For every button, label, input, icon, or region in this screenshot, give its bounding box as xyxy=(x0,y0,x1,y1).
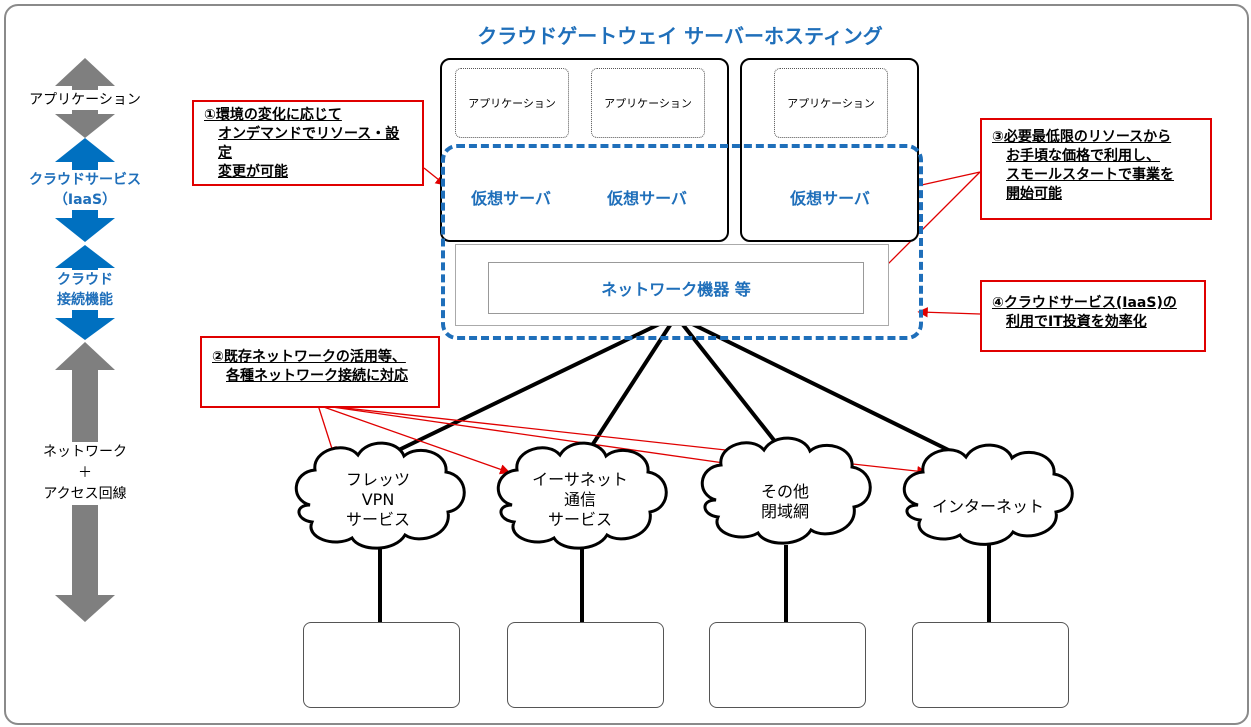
layer-label-cloud-connect: クラウド 接続機能 xyxy=(15,270,155,310)
cloud-label-internet-line1: インターネット xyxy=(931,497,1044,516)
layer-label-cloud-service: クラウドサービス （IaaS） xyxy=(15,170,155,210)
clouds xyxy=(294,436,1074,550)
cloud-label-closed-line2: 閉域網 xyxy=(760,502,809,521)
layer-label-cloud-connect-line1: クラウド xyxy=(57,272,113,288)
callout-4-line2: 利用でIT投資を効率化 xyxy=(1006,314,1147,330)
cloud-label-flets: フレッツ VPN サービス xyxy=(318,470,438,530)
application-box: アプリケーション xyxy=(455,68,569,138)
network-device-label: ネットワーク機器 等 xyxy=(488,262,864,314)
callout-2: ②既存ネットワークの活用等、 各種ネットワーク接続に対応 xyxy=(200,336,440,408)
layer-label-network: ネットワーク ＋ アクセス回線 xyxy=(15,442,155,505)
callout-1-line3: 変更が可能 xyxy=(218,164,288,180)
layer-label-cloud-service-line1: クラウドサービス xyxy=(29,172,141,188)
callout-2-line2: 各種ネットワーク接続に対応 xyxy=(226,368,408,384)
layer-label-application: アプリケーション xyxy=(15,90,155,110)
iaas-frame xyxy=(441,144,923,340)
virtual-server-label: 仮想サーバ xyxy=(790,189,870,208)
site-box xyxy=(303,622,460,708)
layer-label-cloud-connect-line2: 接続機能 xyxy=(57,292,113,308)
cloud-label-ethernet-line1: イーサネット xyxy=(532,470,628,489)
site-box xyxy=(709,622,866,708)
layer-label-network-line2: ＋ xyxy=(78,465,92,481)
site-box xyxy=(507,622,664,708)
layer-label-network-line3: アクセス回線 xyxy=(43,486,127,502)
virtual-server-label: 仮想サーバ xyxy=(607,189,687,208)
layer-arrows xyxy=(55,58,115,622)
layer-label-network-line1: ネットワーク xyxy=(43,444,127,460)
callout-3-line3: スモールスタートで事業を xyxy=(1006,167,1174,183)
callout-1-line1: ①環境の変化に応じて xyxy=(204,107,342,123)
application-box: アプリケーション xyxy=(591,68,705,138)
application-box: アプリケーション xyxy=(774,68,888,138)
callout-3-line4: 開始可能 xyxy=(1006,186,1062,202)
cloud-label-ethernet-line2: 通信 xyxy=(563,490,596,509)
callout-4: ④クラウドサービス(IaaS)の 利用でIT投資を効率化 xyxy=(980,280,1206,352)
cloud-label-flets-line3: サービス xyxy=(345,510,410,529)
cloud-label-flets-line1: フレッツ xyxy=(345,470,410,489)
callout-1-line2: オンデマンドでリソース・設定 xyxy=(218,126,400,161)
callout-3: ③必要最低限のリソースから お手頃な価格で利用し、 スモールスタートで事業を 開… xyxy=(980,118,1212,220)
cloud-icon xyxy=(700,436,872,545)
layer-label-cloud-service-line2: （IaaS） xyxy=(53,192,117,208)
virtual-server-label: 仮想サーバ xyxy=(471,189,551,208)
callout-3-line1: ③必要最低限のリソースから xyxy=(992,129,1172,145)
diagram-frame xyxy=(4,4,1249,725)
site-box xyxy=(912,622,1069,708)
page-title: クラウドゲートウェイ サーバーホスティング xyxy=(477,24,883,48)
cloud-label-internet: インターネット xyxy=(920,497,1056,517)
cloud-label-closed: その他 閉域網 xyxy=(725,482,845,522)
cloud-label-ethernet-line3: サービス xyxy=(547,510,612,529)
cloud-icon xyxy=(902,443,1074,546)
cloud-label-ethernet: イーサネット 通信 サービス xyxy=(512,470,648,530)
callout-2-line1: ②既存ネットワークの活用等、 xyxy=(212,349,406,365)
layer-label-application-text: アプリケーション xyxy=(29,92,141,108)
cloud-icon xyxy=(496,441,668,550)
cloud-label-closed-line1: その他 xyxy=(760,482,809,501)
cloud-label-flets-line2: VPN xyxy=(361,490,395,509)
cloud-icon xyxy=(294,441,466,550)
callout-1: ①環境の変化に応じて オンデマンドでリソース・設定 変更が可能 xyxy=(192,100,424,186)
callout-4-line1: ④クラウドサービス(IaaS)の xyxy=(992,295,1177,311)
callout-3-line2: お手頃な価格で利用し、 xyxy=(1006,148,1160,164)
